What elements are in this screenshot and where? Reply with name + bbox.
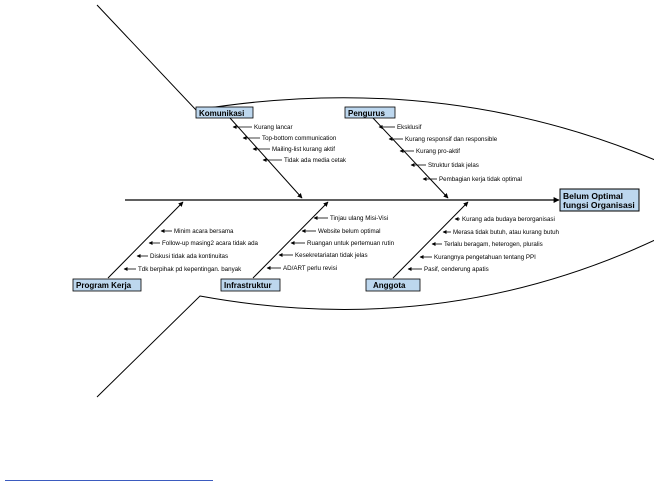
- cause-label: Minim acara bersama: [174, 228, 234, 235]
- category-label: Komunikasi: [199, 109, 244, 118]
- effect-label-line2: fungsi Organisasi: [563, 200, 635, 210]
- category-label: Anggota: [373, 281, 406, 290]
- cause-label: Ruangan untuk pertemuan rutin: [307, 240, 395, 247]
- fish-outline-bottom: [96, 239, 654, 398]
- cause-label: Kurangnya pengetahuan tentang PPI: [434, 254, 536, 261]
- cause-label: Pasif, cenderung apatis: [424, 266, 489, 273]
- cause-label: Top-bottom communication: [262, 135, 337, 142]
- bone-pengurus: [372, 117, 449, 199]
- cause-label: Kurang ada budaya berorganisasi: [462, 216, 555, 223]
- cause-label: Kurang responsif dan responsible: [405, 136, 498, 143]
- cause-label: Kurang lancar: [254, 124, 293, 131]
- category-anggota: Anggota: [365, 278, 421, 292]
- category-infrastruktur: Infrastruktur: [220, 278, 281, 292]
- cause-label: Kesekretariatan tidak jelas: [295, 252, 368, 259]
- cause-label: Pembagian kerja tidak optimal: [439, 176, 522, 183]
- cause-label: Merasa tidak butuh, atau kurang butuh: [453, 229, 560, 236]
- cause-label: AD/ART perlu revisi: [283, 265, 337, 272]
- cause-label: Tidak ada media cetak: [284, 157, 347, 164]
- cause-label: Terlalu beragam, heterogen, pluralis: [444, 241, 543, 248]
- cause-label: Mailing-list kurang aktif: [272, 146, 335, 153]
- cause-label: Tdk berpihak pd kepentingan. banyak: [138, 266, 242, 273]
- cause-label: Kurang pro-aktif: [416, 148, 460, 155]
- fish-outline-top: [96, 4, 654, 161]
- effect-box: Belum Optimal fungsi Organisasi: [559, 188, 640, 212]
- cause-label: Tinjau ulang Misi-Visi: [330, 215, 388, 222]
- footnote-separator: [5, 480, 213, 481]
- bone-anggota: [392, 201, 469, 279]
- category-label: Program Kerja: [76, 281, 132, 290]
- cause-label: Website belum optimal: [318, 228, 380, 235]
- cause-label: Struktur tidak jelas: [428, 162, 479, 169]
- category-label: Pengurus: [348, 109, 385, 118]
- category-program-kerja: Program Kerja: [72, 278, 142, 292]
- bone-infrastruktur: [252, 201, 329, 279]
- effect-label-line1: Belum Optimal: [563, 191, 623, 201]
- cause-label: Diskusi tidak ada kontinuitas: [150, 253, 228, 260]
- bone-program-kerja: [107, 201, 184, 279]
- cause-label: Follow-up masing2 acara tidak ada: [162, 240, 259, 247]
- cause-label: Eksklusif: [397, 124, 422, 131]
- category-label: Infrastruktur: [224, 281, 272, 290]
- category-komunikasi: Komunikasi: [195, 106, 254, 119]
- category-pengurus: Pengurus: [344, 106, 396, 119]
